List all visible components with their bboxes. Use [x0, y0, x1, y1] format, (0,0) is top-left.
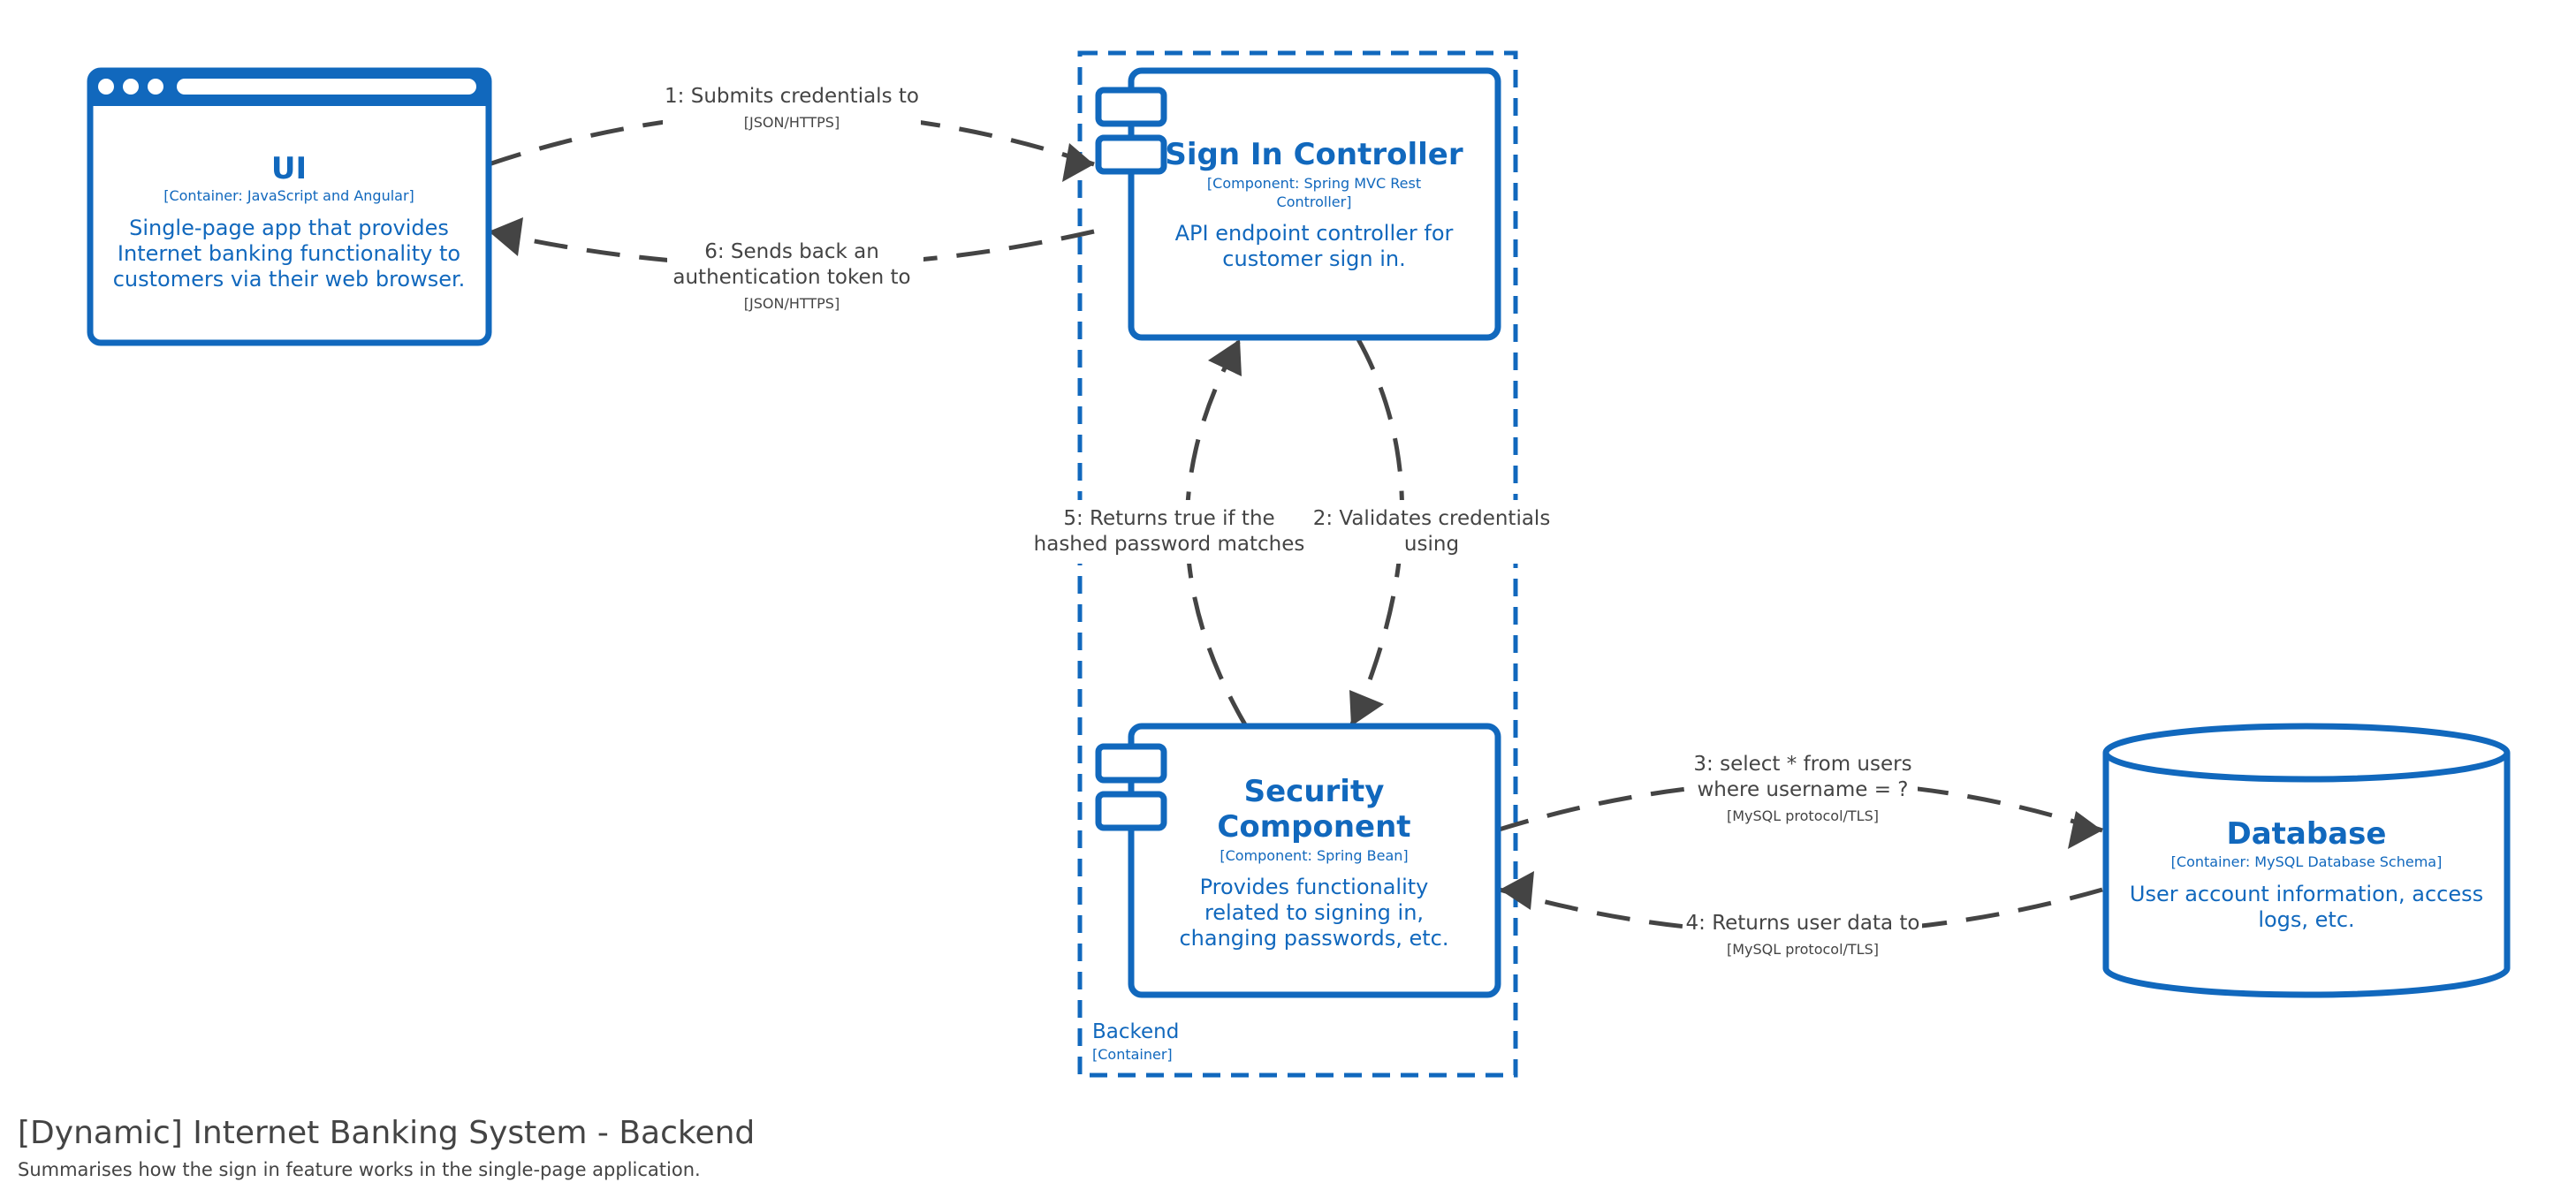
- diagram-description: Summarises how the sign in feature works…: [18, 1159, 701, 1180]
- sign-in-controller-name: Sign In Controller: [1165, 137, 1463, 172]
- backend-boundary-border: [1077, 50, 1518, 1078]
- relationship-label-3: 3: select * from users where username = …: [1693, 753, 1911, 824]
- boundary-type: [Container]: [1092, 1046, 1173, 1063]
- relationship-label-6: 6: Sends back an authentication token to…: [672, 240, 910, 312]
- security-component-name-line-1: Security: [1244, 774, 1385, 809]
- security-component-box: [1128, 723, 1501, 998]
- security-component-description-line-1: Provides functionality: [1200, 875, 1429, 899]
- ui-description-line-2: Internet banking functionality to: [118, 241, 460, 266]
- cylinder-body: [2102, 753, 2511, 998]
- relationship-2-description-line-1: 2: Validates credentials: [1313, 507, 1551, 530]
- browser-dot-icon: [123, 79, 139, 95]
- sign-in-controller-component[interactable]: Sign In Controller [Component: Spring MV…: [1095, 67, 1501, 341]
- relationship-label-1: 1: Submits credentials to [JSON/HTTPS]: [665, 85, 919, 131]
- sign-in-controller-technology-line-2: Controller]: [1277, 193, 1352, 210]
- browser-address-bar: [177, 79, 476, 95]
- relationship-3-description-line-1: 3: select * from users: [1693, 753, 1911, 776]
- security-component-description-line-3: changing passwords, etc.: [1179, 926, 1448, 951]
- database-container[interactable]: Database [Container: MySQL Database Sche…: [2102, 723, 2511, 998]
- sign-in-controller-description-line-2: customer sign in.: [1222, 246, 1405, 271]
- relationship-label-4: 4: Returns user data to [MySQL protocol/…: [1686, 912, 1920, 958]
- arrowhead-4: [1500, 871, 1534, 910]
- relationship-3-technology: [MySQL protocol/TLS]: [1727, 807, 1879, 824]
- arrowhead-5: [1208, 339, 1242, 376]
- ui-technology: [Container: JavaScript and Angular]: [163, 187, 414, 204]
- relationship-arrowheads: [489, 143, 2102, 910]
- browser-dot-icon: [98, 79, 114, 95]
- boundary-name: Backend: [1092, 1020, 1179, 1043]
- relationship-6-description-line-2: authentication token to: [672, 266, 910, 289]
- security-component[interactable]: Security Component [Component: Spring Be…: [1095, 723, 1501, 998]
- relationship-6-technology: [JSON/HTTPS]: [744, 295, 840, 312]
- relationship-3-description-line-2: where username = ?: [1697, 778, 1908, 801]
- browser-dot-icon: [148, 79, 163, 95]
- ui-description-line-3: customers via their web browser.: [113, 267, 466, 292]
- relationship-label-5: 5: Returns true if the hashed password m…: [1034, 507, 1305, 556]
- security-component-description-line-2: related to signing in,: [1204, 900, 1424, 925]
- browser-toolbar-fill: [90, 94, 489, 106]
- ui-description-line-1: Single-page app that provides: [129, 216, 449, 240]
- arrowhead-1: [1062, 143, 1094, 182]
- relationship-1-description: 1: Submits credentials to: [665, 85, 919, 108]
- relationship-2-description-line-2: using: [1404, 533, 1459, 556]
- arrowhead-2: [1349, 690, 1384, 726]
- diagram-title: [Dynamic] Internet Banking System - Back…: [18, 1115, 756, 1151]
- sign-in-controller-technology-line-1: [Component: Spring MVC Rest: [1207, 175, 1421, 192]
- database-name: Database: [2227, 816, 2387, 852]
- component-icon: [1095, 87, 1167, 175]
- component-icon: [1095, 743, 1167, 831]
- backend-boundary[interactable]: Backend [Container]: [1077, 50, 1518, 1078]
- security-component-name-line-2: Component: [1217, 809, 1410, 845]
- relationship-label-backgrounds: [663, 78, 1922, 959]
- database-technology: [Container: MySQL Database Schema]: [2171, 853, 2443, 870]
- relationship-5-description-line-1: 5: Returns true if the: [1063, 507, 1274, 530]
- relationship-4-description: 4: Returns user data to: [1686, 912, 1920, 935]
- database-description-line-2: logs, etc.: [2258, 907, 2354, 932]
- sign-in-controller-box: [1128, 67, 1501, 341]
- cylinder-top: [2102, 723, 2511, 783]
- relationship-4-technology: [MySQL protocol/TLS]: [1727, 941, 1879, 958]
- relationship-line-5[interactable]: [1184, 337, 1249, 728]
- arrowhead-3: [2068, 811, 2102, 849]
- relationship-5-description-line-2: hashed password matches: [1034, 533, 1305, 556]
- arrowhead-6: [489, 217, 523, 256]
- relationship-label-2: 2: Validates credentials using: [1313, 507, 1551, 556]
- sign-in-controller-description-line-1: API endpoint controller for: [1175, 221, 1454, 246]
- browser-frame: [87, 67, 492, 346]
- database-description-line-1: User account information, access: [2130, 882, 2483, 906]
- ui-name: UI: [271, 151, 307, 186]
- security-component-technology: [Component: Spring Bean]: [1220, 847, 1408, 864]
- ui-container[interactable]: UI [Container: JavaScript and Angular] S…: [87, 67, 492, 346]
- relationship-1-technology: [JSON/HTTPS]: [744, 114, 840, 131]
- relationship-6-description-line-1: 6: Sends back an: [704, 240, 879, 263]
